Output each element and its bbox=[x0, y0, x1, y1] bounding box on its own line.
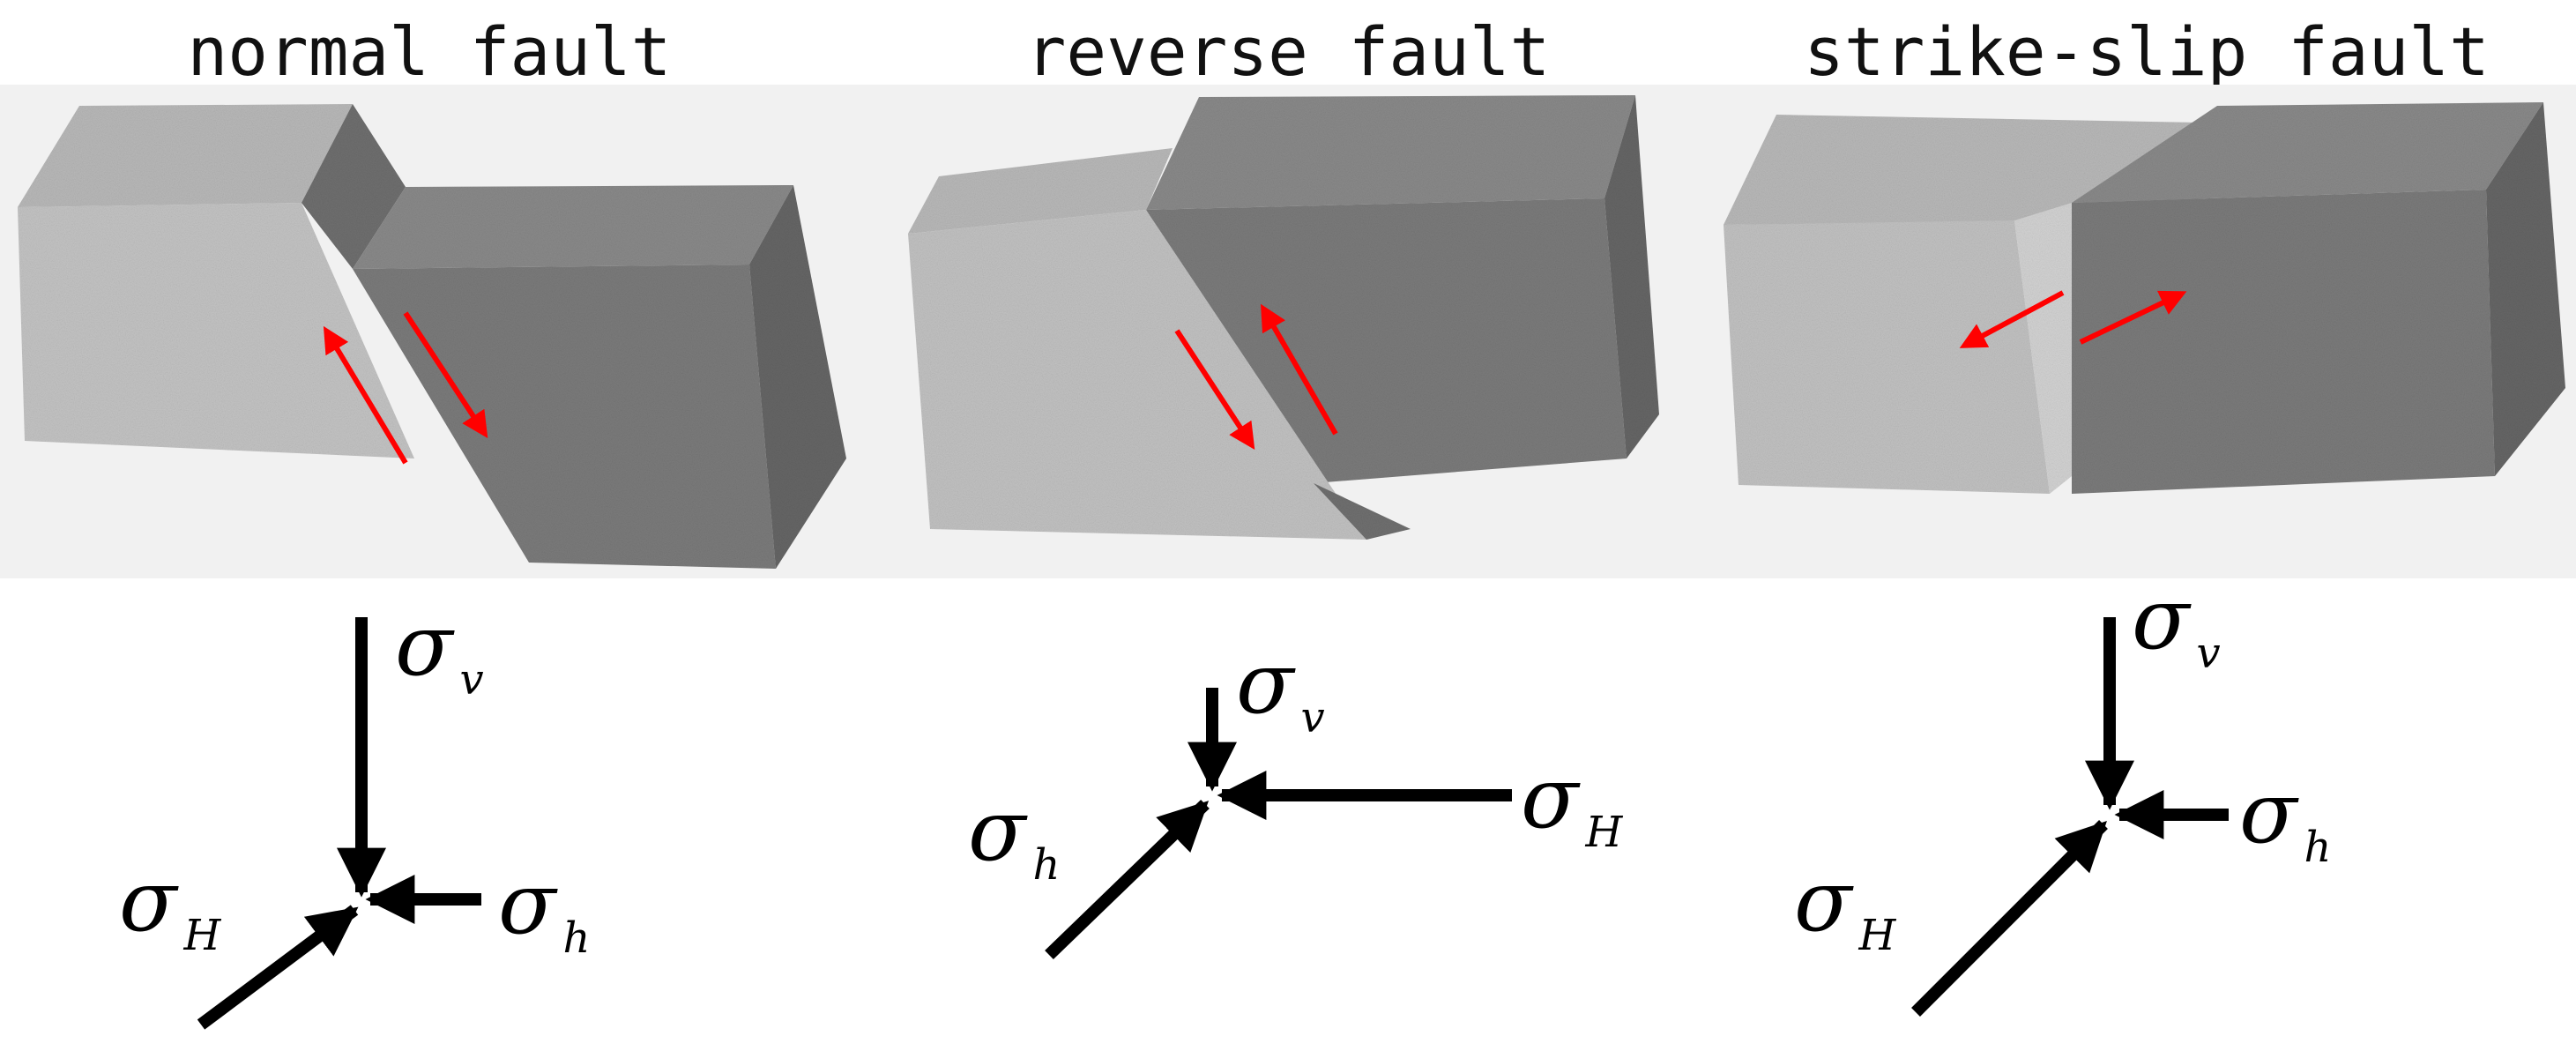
slip-arrow-left bbox=[1959, 290, 2065, 348]
sigma-H-arrow bbox=[197, 905, 359, 1030]
slip-arrow-up bbox=[323, 325, 408, 465]
slip-arrow-down bbox=[1174, 329, 1255, 451]
left-block-front bbox=[1724, 220, 2050, 494]
sigma-H-arrow bbox=[1911, 820, 2108, 1017]
hangingwall-side bbox=[749, 185, 846, 569]
footwall-front bbox=[908, 210, 1366, 540]
fault-blocks-illustration bbox=[0, 85, 2576, 578]
normal-fault-blocks bbox=[18, 104, 846, 569]
right-block-top bbox=[2072, 102, 2543, 203]
hangingwall-front bbox=[353, 265, 776, 569]
right-block-front bbox=[2072, 190, 2495, 494]
hangingwall-side bbox=[1604, 95, 1659, 458]
title-strike-slip-fault: strike-slip fault bbox=[1804, 12, 2490, 91]
slip-arrow-down bbox=[403, 311, 488, 439]
hangingwall-top bbox=[1146, 95, 1635, 210]
slip-arrow-up bbox=[1260, 303, 1338, 436]
strike-slip-fault-blocks bbox=[1724, 102, 2565, 494]
footwall-top bbox=[18, 104, 353, 207]
reverse-fault-blocks bbox=[908, 95, 1659, 540]
slip-arrow-right bbox=[2079, 290, 2187, 345]
fault-surface bbox=[2014, 203, 2072, 494]
right-block-side bbox=[2486, 102, 2565, 476]
title-normal-fault: normal fault bbox=[187, 12, 672, 91]
footwall-front bbox=[18, 203, 414, 458]
title-reverse-fault: reverse fault bbox=[1025, 12, 1551, 91]
sigma-h-arrow bbox=[1045, 799, 1210, 960]
hangingwall-front bbox=[1146, 198, 1627, 483]
hangingwall-top bbox=[353, 185, 793, 269]
fault-scarp bbox=[302, 104, 406, 269]
footwall-top bbox=[908, 148, 1173, 234]
